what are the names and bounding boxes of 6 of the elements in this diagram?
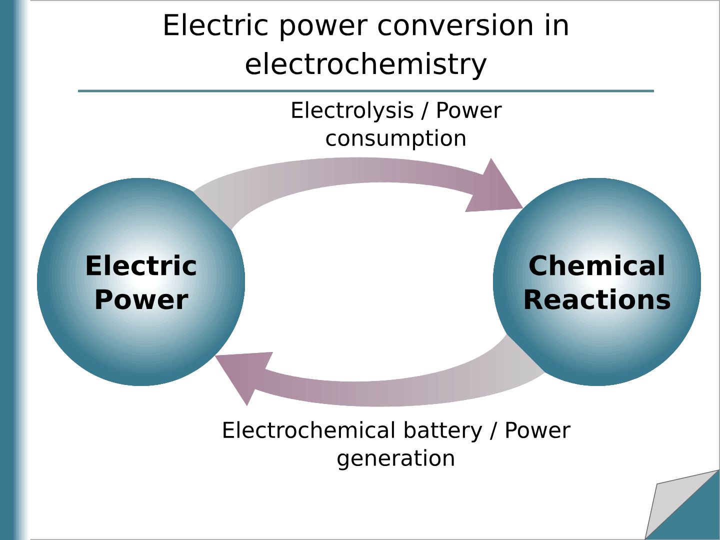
edge-label: Electrochemical battery / Power generation [224, 421, 571, 470]
sphere: Chemical Reactions [493, 178, 701, 386]
title: Electric power conversion in electrochemistry [164, 13, 568, 80]
curved-arrow [214, 334, 545, 407]
curved-arrow [193, 157, 524, 230]
edge-label: Electrolysis / Power consumption [292, 101, 502, 150]
